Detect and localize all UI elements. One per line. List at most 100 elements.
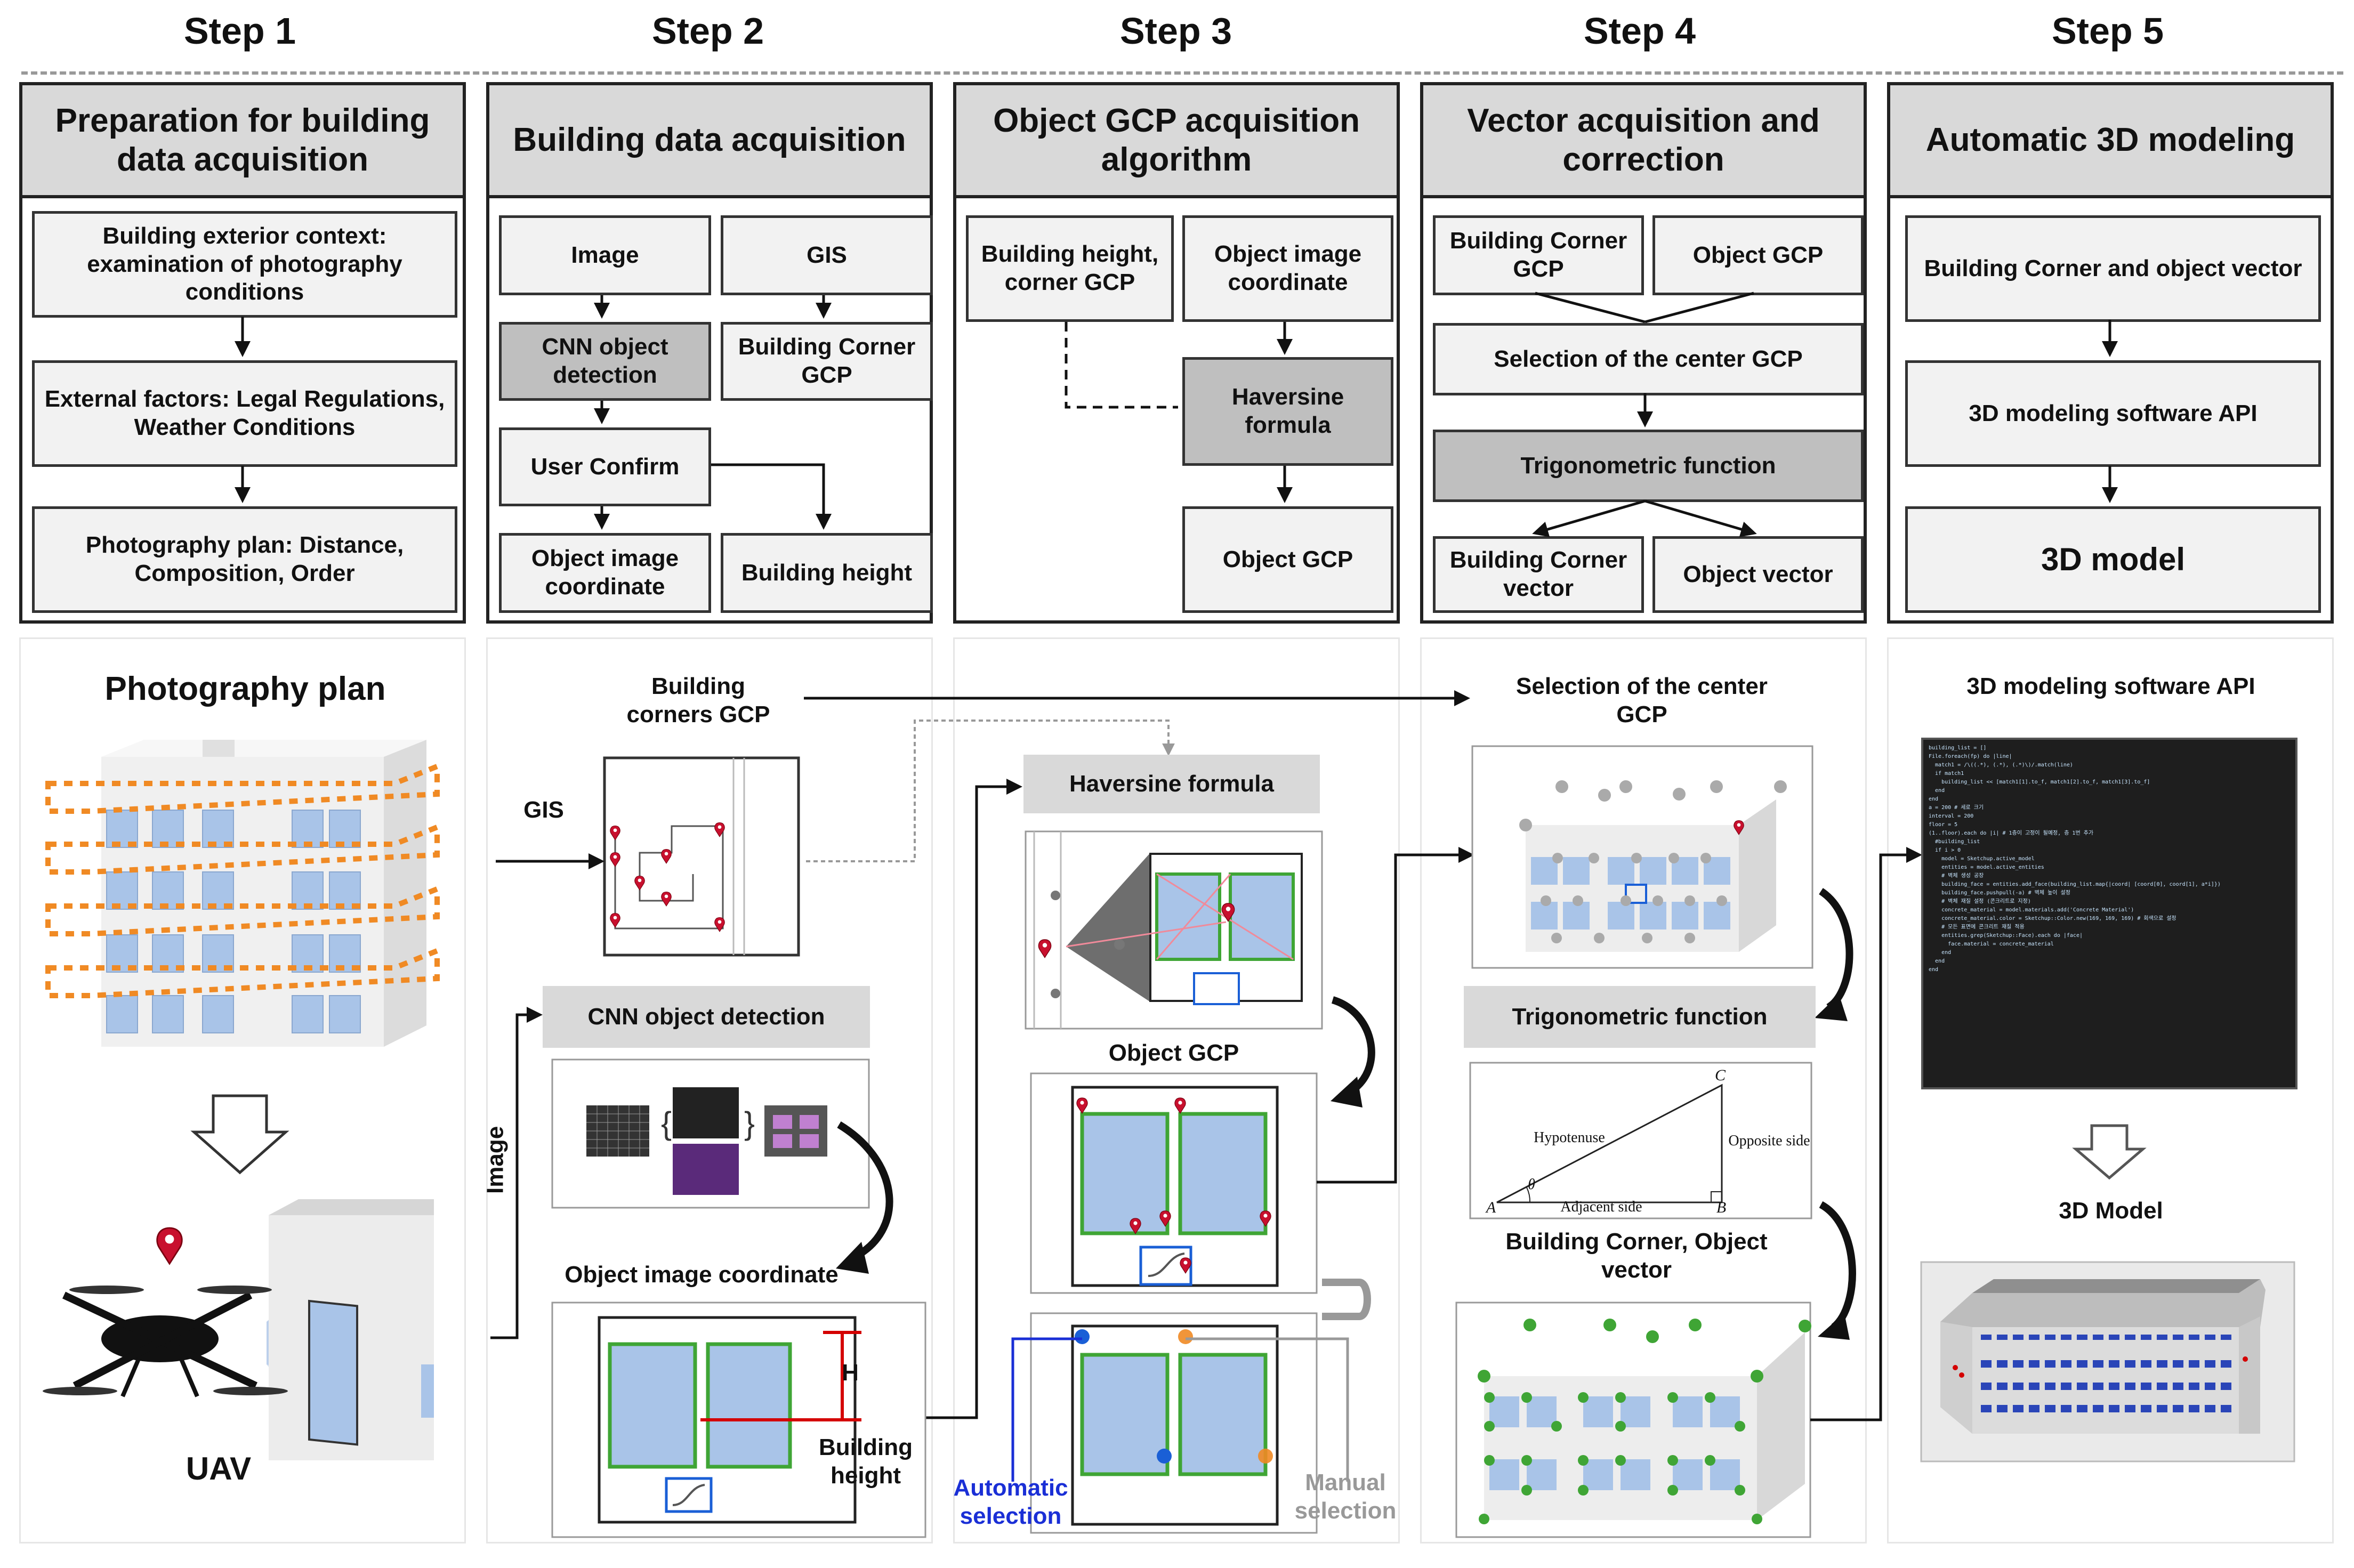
step-4-box-corner-vector: Building Corner vector	[1433, 536, 1644, 613]
code-line: face.material = concrete_material	[1929, 941, 2054, 947]
code-line: building_face.pushpull(-a) # 벽체 높이 설정	[1929, 890, 2070, 896]
step-5-title: Step 5	[2051, 10, 2164, 52]
step-3-title: Step 3	[1119, 10, 1232, 52]
down-curve-arrow	[836, 1121, 893, 1274]
step-1-box-context: Building exterior context: examination o…	[32, 211, 457, 318]
code-line: model = Sketchup.active_model	[1929, 856, 2035, 862]
point-c-label: C	[1714, 1066, 1726, 1084]
down-arrow-icon	[190, 1094, 289, 1175]
manual-selection-label: Manual selection	[1294, 1469, 1397, 1524]
cnn-object-detection-bar: CNN object detection	[543, 986, 870, 1048]
opposite-side-label: Opposite side	[1728, 1133, 1810, 1149]
object-gcp-label: Object GCP	[1108, 1040, 1239, 1066]
step-2-box-cnn: CNN object detection	[499, 322, 711, 401]
code-line: a = 200 # 세로 크기	[1929, 805, 1984, 811]
point-a-label: A	[1486, 1199, 1496, 1216]
code-line: end	[1929, 967, 1939, 973]
code-line: #building_list	[1929, 839, 1980, 845]
dashed-divider	[21, 71, 2343, 75]
haversine-image	[1025, 830, 1323, 1030]
gis-label: GIS	[523, 797, 564, 823]
lower-4-to-5-arrow	[1810, 847, 1922, 1421]
building-illustration	[45, 740, 440, 1047]
code-line: # 벽체 재질 설정 (콘크리트로 지정)	[1929, 899, 2031, 904]
step-2-box-image: Image	[499, 215, 711, 295]
step-2-box-corner-gcp: Building Corner GCP	[721, 322, 933, 401]
curve-arrow-4b	[1818, 1201, 1856, 1340]
step-3-flow-arrows	[1065, 322, 1293, 503]
code-line: end	[1929, 958, 1945, 964]
triangle-diagram	[1469, 1062, 1812, 1219]
building-corners-gcp-label: Building corners GCP	[626, 673, 770, 728]
selection-image	[1011, 1312, 1349, 1534]
photography-plan-title: Photography plan	[104, 670, 386, 707]
3d-model-label: 3D Model	[2059, 1198, 2163, 1224]
lower-3-to-4-arrows	[1317, 847, 1474, 1184]
step-4-title: Step 4	[1583, 10, 1696, 52]
step-2-flow-arrows	[594, 295, 832, 530]
step-4-flow-arrows	[1532, 292, 1757, 537]
code-line: floor = 5	[1929, 822, 1958, 828]
step-4-box-object-gcp: Object GCP	[1652, 215, 1864, 295]
code-line: interval = 200	[1929, 813, 1974, 819]
step-3-box-object-gcp: Object GCP	[1182, 506, 1393, 613]
step-3-box-height-corner: Building height, corner GCP	[966, 215, 1174, 322]
step-2-heading: Building data acquisition	[489, 85, 930, 198]
code-line: if match1	[1929, 771, 1964, 777]
code-line: end	[1929, 950, 1952, 956]
theta-label: θ	[1528, 1176, 1535, 1193]
step-1-heading: Preparation for building data acquisitio…	[22, 85, 463, 198]
point-b-label: B	[1716, 1199, 1727, 1216]
code-line: match1 = /\((.*), (.*), (.*)\)/.match(li…	[1929, 762, 2073, 768]
code-line: (1..floor).each do |i| # 1층이 고정이 될예정, 층 …	[1929, 830, 2094, 836]
step-1-title: Step 1	[183, 10, 296, 52]
building-corner-object-vector-label: Building Corner, Object vector	[1505, 1228, 1768, 1283]
object-coordinate-image	[551, 1302, 926, 1538]
code-line: concrete_material = model.materials.add(…	[1929, 907, 2134, 913]
center-gcp-image	[1471, 745, 1813, 969]
step-2-box-object-coordinate: Object image coordinate	[499, 533, 711, 613]
3d-model-render	[1920, 1261, 2295, 1462]
step-1-panel: Preparation for building data acquisitio…	[19, 82, 466, 624]
object-image-coordinate-label: Object image coordinate	[565, 1262, 839, 1288]
trigonometric-function-bar: Trigonometric function	[1464, 986, 1816, 1048]
code-editor-screenshot: building_list = [] File.foreach(fp) do |…	[1921, 738, 2297, 1089]
curve-arrow-3	[1331, 996, 1375, 1108]
code-line: # 모든 표면에 콘크리트 재질 적용	[1929, 924, 2025, 930]
step-5-box-3d-model: 3D model	[1905, 506, 2321, 613]
code-line: entities = model.active_entities	[1929, 864, 2044, 870]
automatic-selection-label: Automatic selection	[953, 1475, 1068, 1529]
image-vertical-label: Image	[482, 1126, 509, 1194]
uav-label: UAV	[186, 1451, 252, 1486]
step-2-panel: Building data acquisition Image GIS CNN …	[486, 82, 933, 624]
gis-map	[603, 756, 800, 957]
step-3-box-object-coordinate: Object image coordinate	[1182, 215, 1393, 322]
step-2-box-building-height: Building height	[721, 533, 933, 613]
step-4-box-corner-gcp: Building Corner GCP	[1433, 215, 1644, 295]
step-4-box-object-vector: Object vector	[1652, 536, 1864, 613]
code-line: end	[1929, 788, 1945, 794]
step-4-heading: Vector acquisition and correction	[1423, 85, 1864, 198]
lower-2-arrows	[490, 690, 1470, 1419]
code-line: end	[1929, 796, 1939, 802]
step-3-box-haversine: Haversine formula	[1182, 357, 1393, 466]
cnn-diagram: { }	[551, 1058, 870, 1209]
drone-illustration	[43, 1199, 434, 1460]
step-2-box-user-confirm: User Confirm	[499, 427, 711, 506]
hypotenuse-label: Hypotenuse	[1534, 1129, 1605, 1146]
step-4-box-selection: Selection of the center GCP	[1433, 323, 1864, 395]
object-gcp-image	[1030, 1072, 1318, 1294]
down-arrow-icon-2	[2072, 1124, 2147, 1180]
h-label: H	[842, 1360, 859, 1386]
curve-arrow-4a	[1815, 888, 1853, 1021]
code-line: if i > 0	[1929, 847, 1961, 853]
svg-text:{: {	[661, 1105, 672, 1141]
step-4-panel: Vector acquisition and correction Buildi…	[1420, 82, 1867, 624]
step-1-box-plan: Photography plan: Distance, Composition,…	[32, 506, 457, 613]
adjacent-side-label: Adjacent side	[1560, 1199, 1642, 1215]
code-line: building_list << [match1[1].to_f, match1…	[1929, 779, 2150, 785]
code-line: entities.grep(Sketchup::Face).each do |f…	[1929, 933, 2083, 939]
code-line: building_face = entities.add_face(buildi…	[1929, 882, 2221, 887]
step-5-heading: Automatic 3D modeling	[1890, 85, 2331, 198]
